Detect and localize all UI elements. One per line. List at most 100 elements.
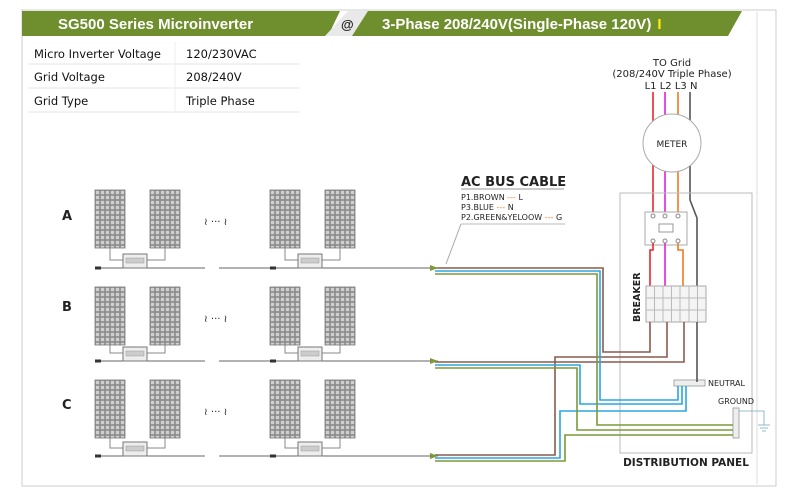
ellipsis-continuation: ≀ ··· ≀: [204, 407, 227, 418]
row-label-c: C: [62, 398, 72, 413]
microinverter-label-plate: [125, 445, 145, 452]
ac-bus-legend: AC BUS CABLE P1.BROWN --- L P3.BLUE --- …: [445, 175, 566, 265]
ellipsis-continuation: ≀ ··· ≀: [204, 314, 227, 325]
cable-end-cap: [95, 359, 101, 363]
cable-break: [205, 358, 219, 364]
spec-row: Grid Type Triple Phase: [34, 94, 255, 108]
panel-wiring: [435, 267, 733, 462]
dc-lead: [284, 248, 298, 261]
meter-label: METER: [657, 140, 688, 150]
solar-panel: [149, 189, 181, 249]
meter: METER: [642, 113, 702, 173]
microinverter-label-plate: [300, 257, 320, 264]
solar-panel: [324, 379, 356, 439]
spec-row: Grid Voltage 208/240V: [34, 70, 242, 84]
cable-end-cap: [270, 266, 276, 270]
dc-lead: [109, 248, 123, 261]
line-label-l3: L3: [675, 81, 687, 92]
earth-ground-icon: [739, 410, 770, 432]
spec-label: Grid Voltage: [34, 70, 105, 84]
dc-lead: [147, 438, 166, 449]
outer-frame: [21, 9, 777, 487]
solar-panel: [149, 286, 181, 346]
solar-panel: [269, 189, 301, 249]
spec-row: Micro Inverter Voltage 120/230VAC: [34, 47, 257, 61]
dc-lead: [109, 345, 123, 354]
solar-panel: [324, 286, 356, 346]
cable-end-cap: [270, 359, 276, 363]
line-label-l2: L2: [660, 81, 672, 92]
cable-connector: [430, 453, 438, 459]
line-label-n: N: [690, 81, 697, 92]
microinverter-label-plate: [300, 445, 320, 452]
microinverter-label-plate: [300, 350, 320, 357]
pv-unit: [269, 189, 356, 270]
spec-label: Grid Type: [34, 94, 88, 108]
ground-label: GROUND: [718, 397, 754, 406]
dc-lead: [284, 345, 298, 354]
cable-connector: [430, 265, 438, 271]
line-label-l1: L1: [645, 81, 657, 92]
dc-lead: [322, 248, 341, 261]
header-title-right: 3-Phase 208/240V(Single-Phase 120V): [382, 16, 651, 33]
distribution-panel-box: [619, 192, 753, 454]
solar-panel: [149, 379, 181, 439]
cable-end-cap: [95, 266, 101, 270]
spec-value: 208/240V: [186, 70, 242, 84]
solar-panel: [269, 379, 301, 439]
microinverter-label-plate: [125, 257, 145, 264]
spec-label: Micro Inverter Voltage: [34, 47, 161, 61]
solar-panel: [94, 189, 126, 249]
dc-lead: [322, 438, 341, 449]
ac-bus-title: AC BUS CABLE: [461, 175, 566, 190]
pv-strings: ≀ ··· ≀ ≀ ··· ≀ ≀ ··· ≀: [94, 189, 438, 459]
spec-value: Triple Phase: [185, 94, 255, 108]
header-banner: SG500 Series Microinverter @ 3-Phase 208…: [22, 11, 742, 36]
microinverter-label-plate: [125, 350, 145, 357]
ellipsis-continuation: ≀ ··· ≀: [204, 217, 227, 228]
cable-connector: [430, 358, 438, 364]
legend-item: P3.BLUE --- N: [461, 203, 514, 212]
breaker: BREAKER: [632, 272, 707, 323]
neutral-label: NEUTRAL: [708, 379, 745, 388]
switch-to-breaker-wires: [649, 243, 684, 286]
spec-table: Micro Inverter Voltage 120/230VAC Grid V…: [28, 42, 300, 113]
pv-row: ≀ ··· ≀: [94, 286, 438, 364]
dc-lead: [147, 248, 166, 261]
pointer-arrow: [445, 223, 462, 265]
pv-unit: [94, 379, 181, 458]
grid-subtitle: (208/240V Triple Phase): [612, 69, 731, 80]
line-labels: L1 L2 L3 N: [645, 81, 698, 92]
row-label-a: A: [62, 209, 72, 224]
pv-row: ≀ ··· ≀: [94, 379, 438, 459]
ground-bar: [732, 407, 740, 439]
distribution-panel-title: DISTRIBUTION PANEL: [623, 457, 749, 469]
header-title-left: SG500 Series Microinverter: [58, 16, 253, 33]
pv-unit: [269, 286, 356, 363]
grid-title: TO Grid: [652, 58, 691, 69]
pv-unit: [269, 379, 356, 458]
dc-lead: [284, 438, 298, 449]
spec-value: 120/230VAC: [186, 47, 257, 61]
pv-row: ≀ ··· ≀: [94, 189, 438, 271]
neutral-bar: [673, 379, 706, 387]
dc-lead: [147, 345, 166, 354]
cable-break: [205, 265, 219, 271]
solar-panel: [324, 189, 356, 249]
breaker-label: BREAKER: [632, 272, 643, 322]
row-label-b: B: [62, 300, 72, 315]
dc-lead: [322, 345, 341, 354]
at-symbol: @: [341, 17, 354, 32]
pv-unit: [94, 286, 181, 363]
cable-end-cap: [95, 454, 101, 458]
main-switch: [644, 211, 688, 246]
pv-unit: [94, 189, 181, 270]
cable-end-cap: [270, 454, 276, 458]
cable-break: [205, 453, 219, 459]
dc-lead: [109, 438, 123, 449]
legend-item: P2.GREEN&YELOOW --- G: [461, 213, 562, 222]
solar-panel: [269, 286, 301, 346]
solar-panel: [94, 379, 126, 439]
solar-panel: [94, 286, 126, 346]
